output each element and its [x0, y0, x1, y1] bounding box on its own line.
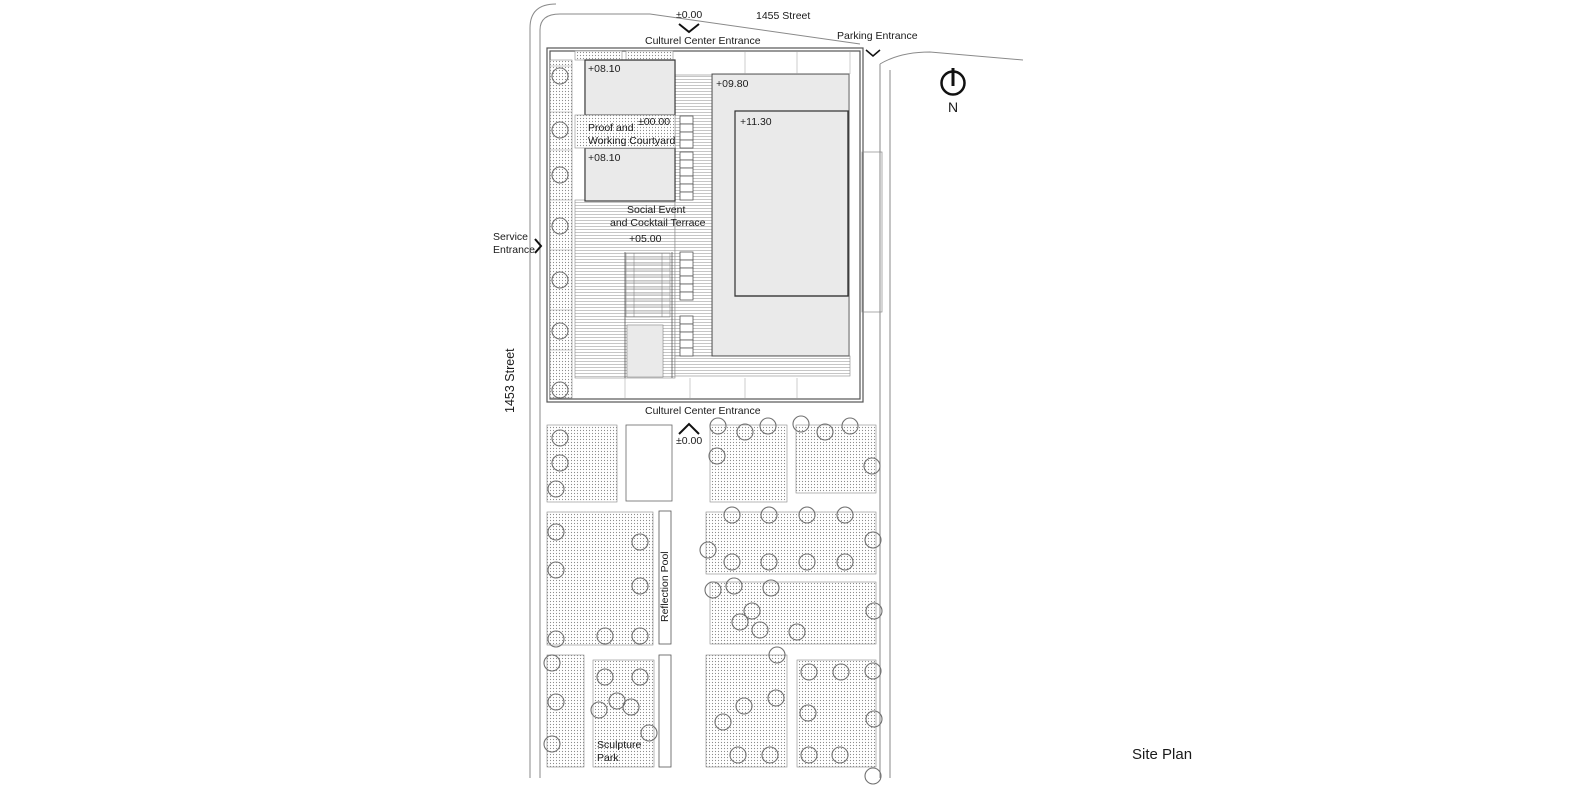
street-label-west: 1453 Street — [503, 348, 517, 413]
level-label-terrace: +05.00 — [629, 233, 662, 245]
level-label-block-upper: +08.10 — [588, 63, 621, 75]
street-edges — [529, 3, 1024, 778]
level-label-south-entrance: ±0.00 — [676, 435, 703, 447]
sculpture-park-label-line1: Sculpture — [597, 739, 642, 751]
park-trees — [543, 415, 883, 785]
courtyard-area — [574, 114, 676, 149]
west-planting-strip — [549, 59, 573, 399]
terrace-label-line1: Social Event — [627, 204, 686, 216]
east-ramp — [861, 151, 883, 313]
benches — [679, 115, 694, 357]
sculpture-path — [658, 654, 672, 768]
service-entrance-label-line1: Service — [493, 231, 529, 243]
courtyard-label-line2: Working Courtyard — [588, 135, 676, 147]
entrance-label-south: Culturel Center Entrance — [645, 405, 761, 417]
structure-grid — [550, 51, 851, 399]
lawn-block — [625, 424, 673, 502]
block-north-lower — [584, 147, 676, 202]
level-label-tower: +11.30 — [740, 116, 772, 128]
level-label-courtyard: ±00.00 — [638, 116, 671, 128]
block-north-upper — [584, 59, 676, 116]
terrace-seating — [625, 252, 671, 318]
building-trees — [551, 67, 569, 399]
entrance-label-north: Culturel Center Entrance — [645, 35, 761, 47]
north-label: N — [948, 99, 959, 115]
street-label-north: 1455 Street — [756, 10, 811, 22]
sculpture-park-label-line2: Park — [597, 752, 619, 764]
terrace-label-line2: and Cocktail Terrace — [610, 217, 706, 229]
tower-block — [734, 110, 849, 297]
parking-entrance-label: Parking Entrance — [837, 30, 918, 42]
planter-box — [626, 324, 664, 378]
courtyard-label-line1: Proof and — [588, 122, 634, 134]
south-deck — [674, 355, 851, 377]
level-label-main-block: +09.80 — [716, 78, 749, 90]
reflection-pool-label: Reflection Pool — [659, 551, 671, 622]
service-entrance-label-line2: Entrance — [493, 244, 536, 256]
level-label-north-entrance: ±0.00 — [676, 9, 703, 21]
reflection-pool — [658, 510, 672, 645]
sheet-title: Site Plan — [1132, 746, 1193, 763]
park-beds — [546, 424, 877, 768]
entrance-arrows — [534, 23, 881, 435]
north-arrow-icon — [938, 66, 968, 98]
level-label-block-lower: +08.10 — [588, 152, 621, 164]
